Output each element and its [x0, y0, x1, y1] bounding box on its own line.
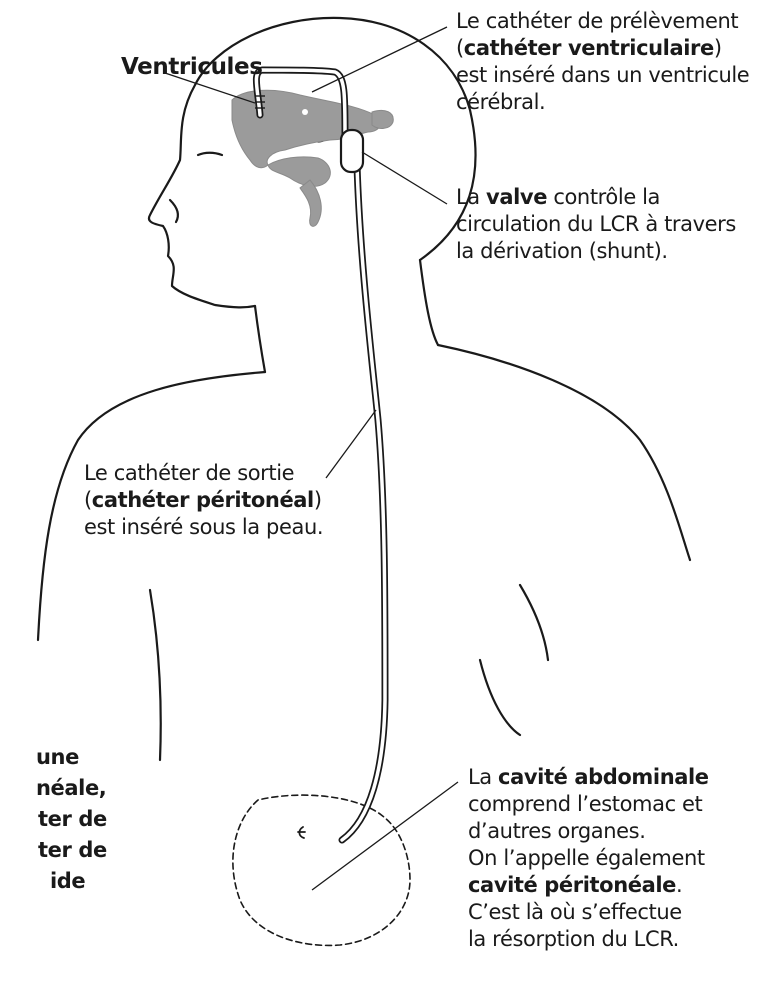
distal-line-3: est inséré sous la peau. [84, 514, 323, 541]
proximal-catheter-label: Le cathéter de prélèvement (cathéter ven… [456, 8, 749, 116]
abdomen-line-6: C’est là où s’effectue [468, 899, 709, 926]
side-line-5: ide [0, 866, 107, 897]
proximal-line-3: est inséré dans un ventricule [456, 62, 749, 89]
abdomen-line-7: la résorption du LCR. [468, 926, 709, 953]
shunt-valve [341, 130, 363, 172]
abdominal-cavity-outline [233, 795, 410, 945]
abdominal-cavity-label: La cavité abdominale comprend l’estomac … [468, 764, 709, 953]
side-line-2: néale, [0, 773, 107, 804]
right-arm-inner [520, 585, 548, 660]
cropped-side-text: une néale, ter de ter de ide [0, 742, 107, 897]
valve-line-3: la dérivation (shunt). [456, 238, 736, 265]
leader-distal [326, 410, 376, 478]
proximal-line-1: Le cathéter de prélèvement [456, 8, 749, 35]
leader-proximal [312, 27, 447, 92]
side-line-4: ter de [0, 835, 107, 866]
proximal-line-4: cérébral. [456, 89, 749, 116]
leader-lines [165, 27, 458, 890]
valve-term: valve [486, 185, 547, 209]
proximal-line-2: (cathéter ventriculaire) [456, 35, 749, 62]
abdomen-line-5: cavité péritonéale. [468, 872, 709, 899]
valve-label: La valve contrôle la circulation du LCR … [456, 184, 736, 265]
nose-line [170, 200, 178, 222]
left-arm-inner [150, 590, 161, 760]
leader-valve [362, 152, 447, 204]
abdomen-line-2: comprend l’estomac et [468, 791, 709, 818]
valve-line-2: circulation du LCR à travers [456, 211, 736, 238]
navel-mark [298, 827, 305, 838]
abdomen-line-3: d’autres organes. [468, 818, 709, 845]
neck-front [255, 306, 265, 372]
peritoneal-catheter-term: cathéter péritonéal [92, 488, 314, 512]
distal-line-2: (cathéter péritonéal) [84, 487, 323, 514]
neck-back [420, 260, 438, 345]
ventricular-catheter-term: cathéter ventriculaire [464, 36, 714, 60]
abdomen-line-4: On l’appelle également [468, 845, 709, 872]
side-line-1: une [0, 742, 107, 773]
valve-line-1: La valve contrôle la [456, 184, 736, 211]
torso-right-side [480, 660, 520, 735]
right-shoulder [438, 345, 690, 560]
distal-line-1: Le cathéter de sortie [84, 460, 323, 487]
side-line-3: ter de [0, 804, 107, 835]
peritoneal-cavity-term: cavité péritonéale [468, 873, 676, 897]
eye-line [198, 153, 222, 155]
abdomen-line-1: La cavité abdominale [468, 764, 709, 791]
ventricles-label: Ventricules [121, 54, 263, 81]
distal-catheter-label: Le cathéter de sortie (cathéter péritoné… [84, 460, 323, 541]
abdominal-cavity-term: cavité abdominale [498, 765, 709, 789]
